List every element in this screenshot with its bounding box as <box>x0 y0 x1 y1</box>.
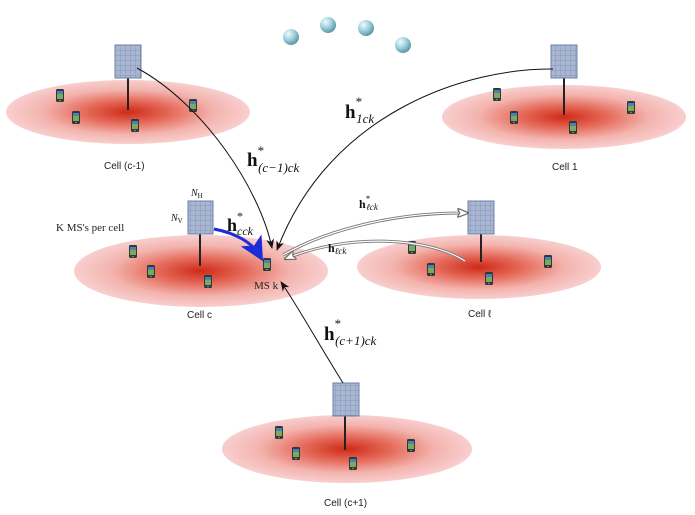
channel-label-c-minus-1: h*(c−1)ck <box>247 143 300 175</box>
antenna-array-icon <box>332 382 360 417</box>
antenna-array-icon <box>187 200 214 235</box>
double-arrow-to-l <box>282 213 468 257</box>
cell-c-plus-1: Cell (c+1) <box>222 382 472 509</box>
channel-label-1: h*1ck <box>345 94 374 126</box>
cell-label-c-minus-1: Cell (c-1) <box>104 161 145 172</box>
channel-label-l: hℓck <box>328 241 347 256</box>
cell-label-l: Cell ℓ <box>468 309 492 320</box>
cell-c-minus-1: Cell (c-1) <box>6 44 250 172</box>
channel-arrow-c-minus-1 <box>136 67 275 249</box>
channel-arrow-c-plus-1 <box>280 281 344 384</box>
channel-label-l-star: h*ℓck <box>359 194 379 212</box>
cell-label-c: Cell c <box>187 310 212 321</box>
nv-label: NV <box>170 213 183 225</box>
antenna-array-icon <box>467 200 495 235</box>
channel-label-cc: h*cck <box>227 209 254 238</box>
cell-label-c-plus-1: Cell (c+1) <box>324 498 367 509</box>
cell-label-1: Cell 1 <box>552 162 578 173</box>
nh-label: NH <box>190 188 203 200</box>
own-channel-arrow <box>213 227 263 262</box>
channel-label-c-plus-1: h*(c+1)ck <box>324 316 377 348</box>
cell-c: Cell c <box>74 200 328 321</box>
antenna-array-icon <box>114 44 142 79</box>
double-arrow-from-l <box>285 239 466 263</box>
channel-arrow-1 <box>276 68 554 251</box>
cell-1: Cell 1 <box>442 44 686 173</box>
antenna-array-icon <box>550 44 578 79</box>
ms-k-label: MS k <box>254 280 279 292</box>
ellipsis-dots-icon <box>283 17 411 53</box>
cell-l: Cell ℓ <box>357 200 601 320</box>
ms-per-cell-label: K MS's per cell <box>56 222 124 234</box>
